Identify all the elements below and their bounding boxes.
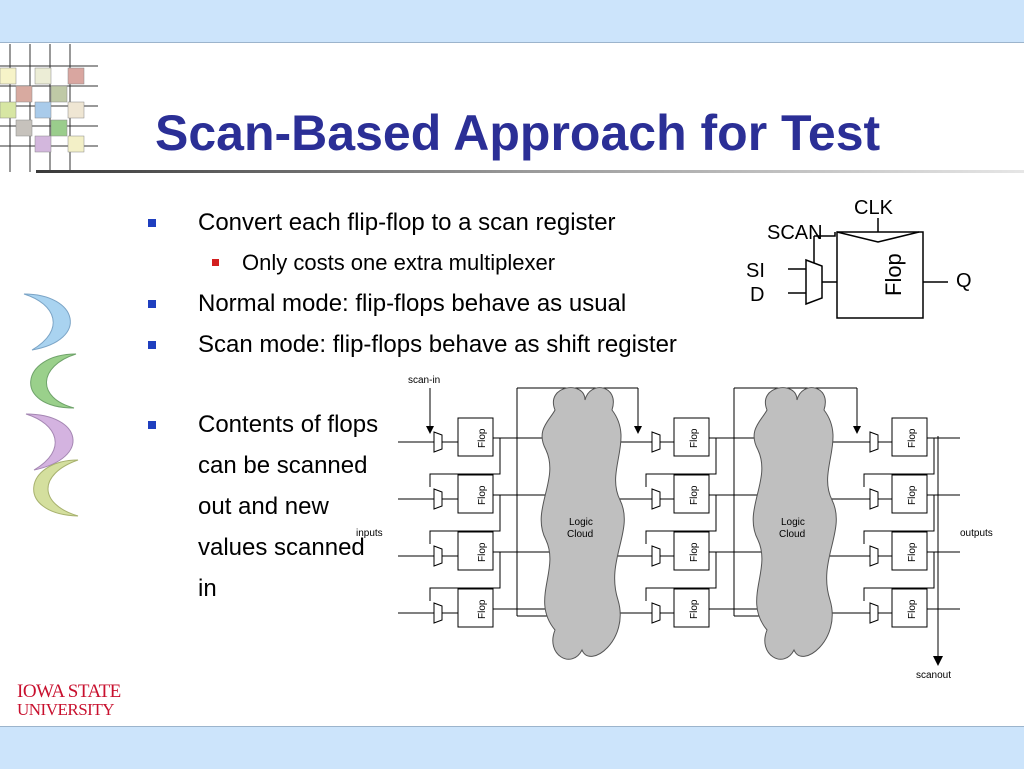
contents-line: in <box>198 575 217 602</box>
flop-label: Flop <box>907 599 918 619</box>
clk-label: CLK <box>854 197 894 219</box>
bullet-item: Convert each flip-flop to a scan registe… <box>148 202 677 243</box>
contents-bullet: Contents of flops can be scanned out and… <box>198 404 418 609</box>
contents-line: Contents of flops <box>198 411 379 438</box>
logic-cloud-label: Logic <box>781 517 805 528</box>
bullet-item: Scan mode: flip-flops behave as shift re… <box>148 324 677 365</box>
contents-line: values scanned <box>198 534 365 561</box>
top-band <box>0 0 1024 43</box>
contents-line: can be scanned <box>198 452 368 479</box>
flop-label: Flop <box>689 428 700 448</box>
flop-label: Flop <box>907 485 918 505</box>
contents-line: out and new <box>198 493 329 520</box>
si-label: SI <box>746 260 765 282</box>
scan-cell-diagram: CLK SCAN SI D Q Flop <box>746 197 972 319</box>
bullet-marker <box>148 421 156 429</box>
scan-chain-diagram: Flop Flop Flop Flop Flop Flop Flop Flop … <box>356 375 993 681</box>
bottom-band <box>0 726 1024 769</box>
scan-in-label: scan-in <box>408 375 440 386</box>
flop-label: Flop <box>477 599 488 619</box>
bullet-list: Convert each flip-flop to a scan registe… <box>148 202 677 365</box>
title-underline <box>36 170 1024 173</box>
flop-label: Flop <box>881 253 906 296</box>
slide-title: Scan-Based Approach for Test <box>155 105 881 161</box>
flop-label: Flop <box>907 542 918 562</box>
scan-label: SCAN <box>767 222 823 244</box>
flop-label: Flop <box>477 428 488 448</box>
flop-label: Flop <box>477 485 488 505</box>
flop-label: Flop <box>907 428 918 448</box>
sub-bullet-item: Only costs one extra multiplexer <box>148 243 677 283</box>
decorative-grid <box>0 44 98 172</box>
inputs-label: inputs <box>356 528 383 539</box>
flop-label: Flop <box>689 542 700 562</box>
bullet-item: Normal mode: flip-flops behave as usual <box>148 283 677 324</box>
decorative-crescents <box>23 293 79 517</box>
flop-label: Flop <box>689 599 700 619</box>
q-label: Q <box>956 270 972 292</box>
logic-cloud-right <box>752 387 837 660</box>
iowa-state-logo: IOWA STATE UNIVERSITY <box>17 681 121 719</box>
outputs-label: outputs <box>960 528 993 539</box>
scanout-label: scanout <box>916 670 951 681</box>
logic-cloud-label: Cloud <box>779 529 805 540</box>
logo-line-1: IOWA STATE <box>17 681 121 702</box>
logic-cloud-label: Cloud <box>567 529 593 540</box>
flop-label: Flop <box>477 542 488 562</box>
logic-cloud-left <box>540 387 625 660</box>
flop-label: Flop <box>689 485 700 505</box>
logic-cloud-label: Logic <box>569 517 593 528</box>
logo-line-2: UNIVERSITY <box>17 700 114 719</box>
d-label: D <box>750 284 764 306</box>
